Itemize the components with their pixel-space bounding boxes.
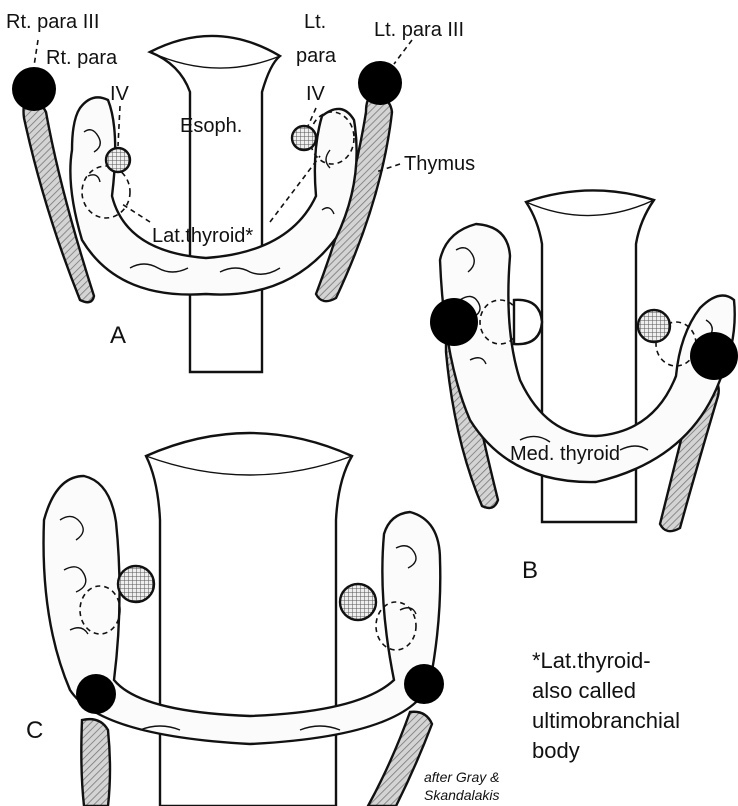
panel-a: Rt. para III Rt. para IV Lt. para IV Lt.… (6, 11, 475, 372)
left-parathyroid-iii-a (358, 61, 402, 105)
esophagus-c (146, 433, 352, 806)
panel-letter-a: A (110, 322, 126, 349)
right-parathyroid-iii-a (12, 67, 56, 111)
left-parathyroid-iv-a (292, 126, 316, 150)
credit-line-2: Skandalakis (424, 787, 500, 803)
right-parathyroid-iii-c (76, 674, 116, 714)
leader-rt-para-iii (34, 40, 38, 66)
panel-b: Med. thyroid B (430, 190, 738, 584)
right-thymus-strand-c (81, 719, 110, 806)
panel-c: C (26, 433, 444, 806)
credit: after Gray & Skandalakis (424, 769, 500, 803)
left-thymus-strand-c (368, 712, 432, 806)
right-parathyroid-iv-b (514, 300, 542, 344)
label-lt-para-iv-2: para (296, 45, 337, 67)
credit-line-1: after Gray & (424, 769, 499, 785)
footnote-line-4: body (532, 738, 580, 763)
leader-rt-para-iv (118, 106, 120, 146)
label-lt-para-iv-3: IV (306, 83, 326, 105)
panel-letter-c: C (26, 717, 43, 744)
label-med-thyroid: Med. thyroid (510, 443, 620, 465)
leader-lt-para-iv (308, 108, 316, 126)
right-parathyroid-iv-c (118, 566, 154, 602)
esophagus-a (150, 36, 280, 372)
leader-lat-thyroid-right (122, 204, 150, 222)
right-parathyroid-iii-b (430, 298, 478, 346)
footnote-line-2: also called (532, 678, 636, 703)
panel-letter-b: B (522, 557, 538, 584)
footnote-line-3: ultimobranchial (532, 708, 680, 733)
left-parathyroid-iii-b (690, 332, 738, 380)
left-parathyroid-iii-c (404, 664, 444, 704)
leader-lt-para-iii (394, 40, 412, 64)
label-lat-thyroid: Lat.thyroid* (152, 225, 253, 247)
label-rt-para-iv-2: IV (110, 83, 130, 105)
label-rt-para-iv-1: Rt. para (46, 47, 118, 69)
footnote: *Lat.thyroid- also called ultimobranchia… (532, 648, 680, 763)
label-lt-para-iv-1: Lt. (304, 11, 326, 33)
left-parathyroid-iv-b (638, 310, 670, 342)
footnote-line-1: *Lat.thyroid- (532, 648, 651, 673)
label-lt-para-iii: Lt. para III (374, 19, 464, 41)
label-esophagus: Esoph. (180, 115, 242, 137)
right-parathyroid-iv-a (106, 148, 130, 172)
label-thymus: Thymus (404, 153, 475, 175)
label-rt-para-iii: Rt. para III (6, 11, 99, 33)
left-parathyroid-iv-c (340, 584, 376, 620)
